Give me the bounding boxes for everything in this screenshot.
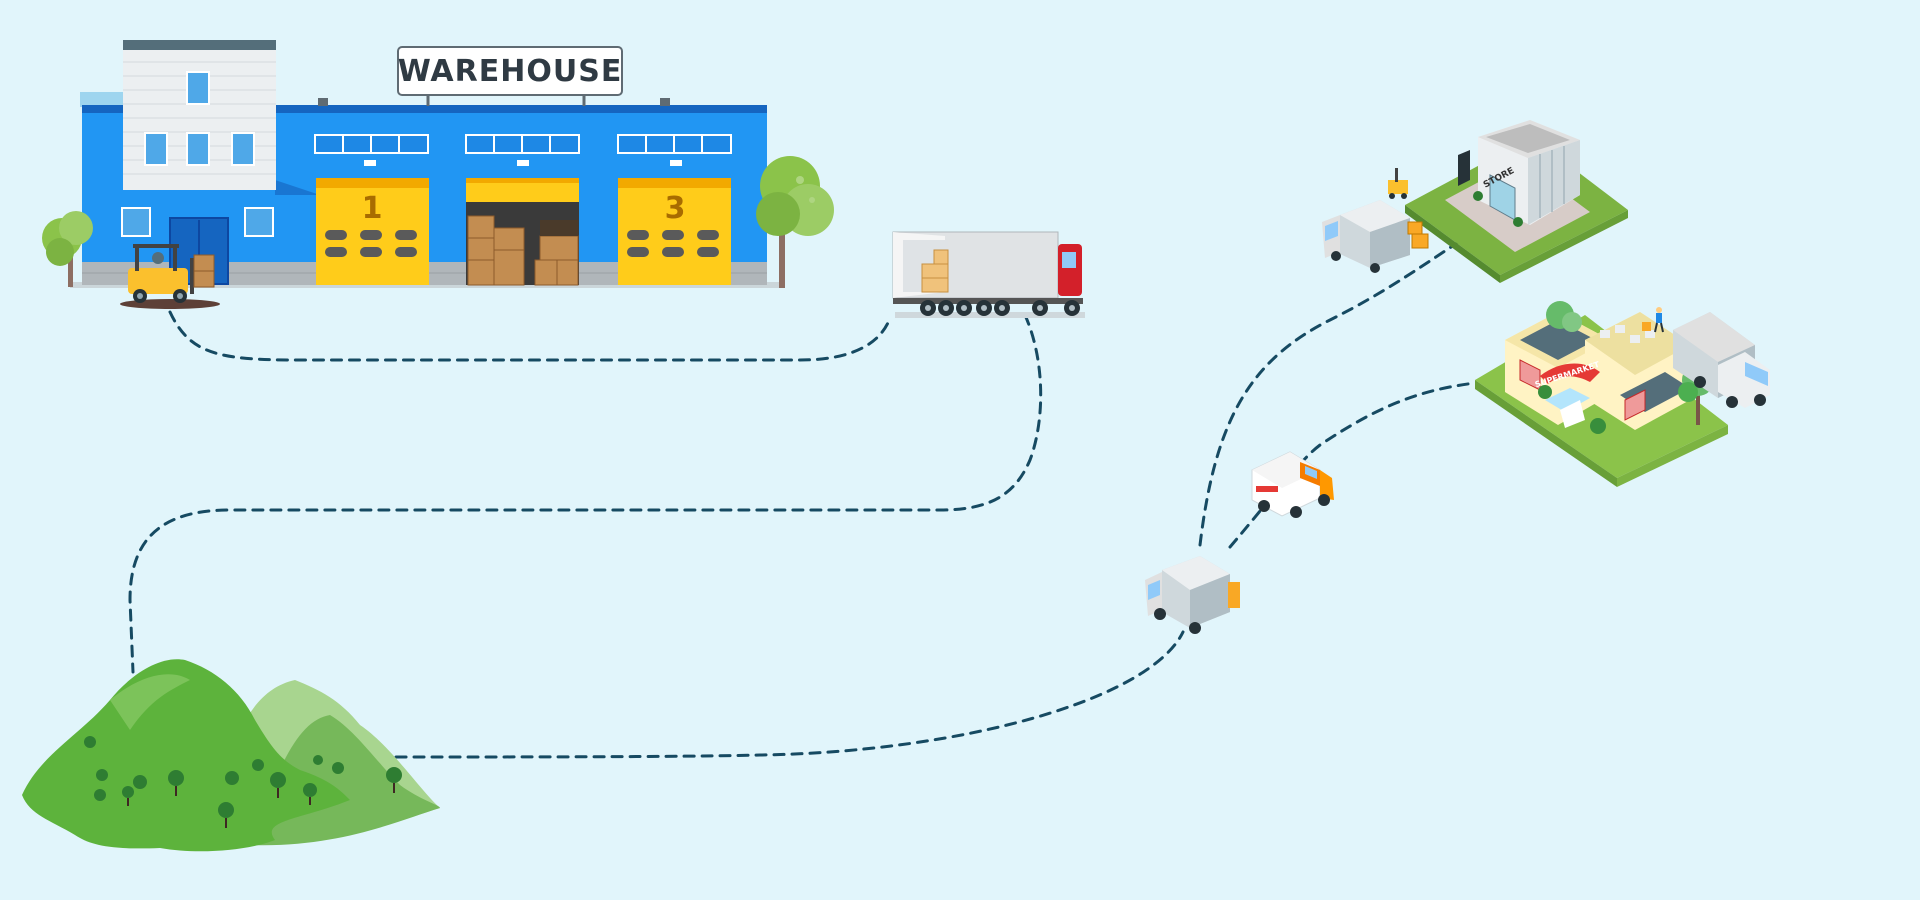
- store-building-icon: STORE: [1322, 120, 1628, 283]
- loading-door-1: 1: [316, 178, 429, 285]
- warehouse-sign: WAREHOUSE: [397, 46, 623, 106]
- box-truck-icon: [1145, 556, 1240, 634]
- door-1-label: 1: [362, 191, 383, 226]
- route-hill-to-van: [358, 630, 1185, 759]
- box-truck-icon: [1322, 200, 1429, 273]
- farm-hill-icon: [22, 659, 440, 852]
- tree-icon: [84, 736, 402, 818]
- forklift-icon: [120, 244, 220, 309]
- tree-icon: [42, 211, 93, 287]
- route-truck-to-hill: [128, 313, 1043, 674]
- route-warehouse-to-truck: [168, 310, 892, 362]
- door-3-label: 3: [665, 191, 686, 226]
- semi-truck-icon: [892, 231, 1085, 318]
- delivery-van-icon: [1251, 451, 1334, 518]
- supermarket-building-icon: SUPERMARKET: [1475, 301, 1770, 487]
- box-truck-icon: [1673, 312, 1770, 408]
- warehouse-sign-text: WAREHOUSE: [398, 54, 623, 89]
- loading-door-3: 3: [618, 178, 731, 285]
- warehouse-building: 1 3: [42, 40, 834, 309]
- route-lines: [128, 238, 1477, 759]
- route-van-to-store: [1198, 238, 1464, 547]
- tree-icon: [756, 156, 834, 288]
- worker-icon: [1642, 307, 1664, 333]
- forklift-icon: [1388, 168, 1408, 199]
- loading-door-2-open: [466, 178, 579, 286]
